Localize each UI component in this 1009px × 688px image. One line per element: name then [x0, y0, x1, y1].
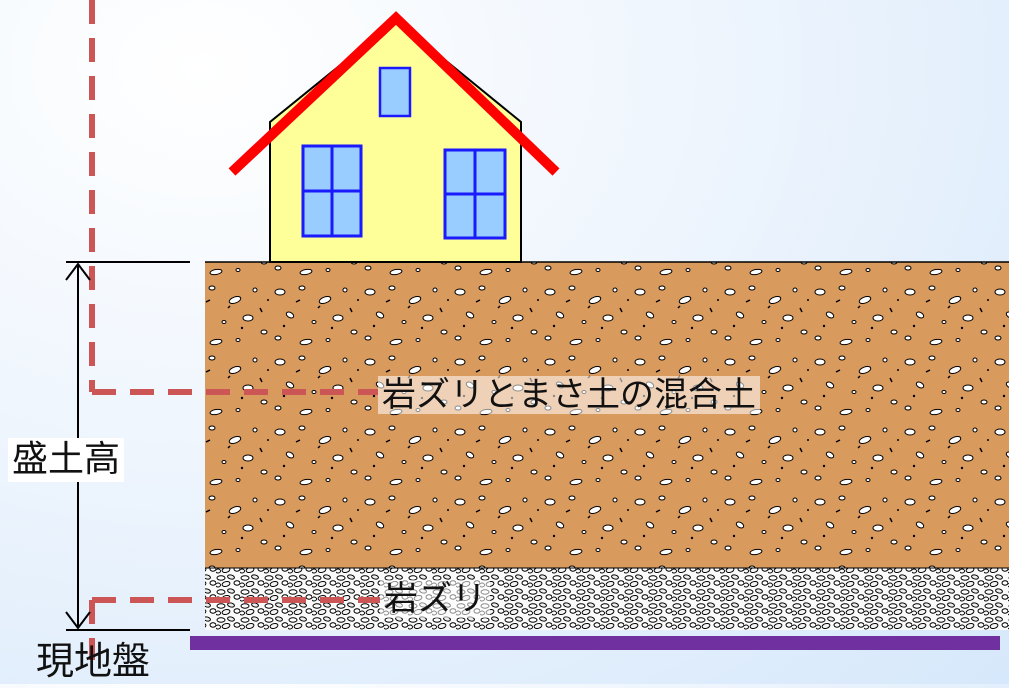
original-ground-label: 現地盤 [36, 639, 151, 683]
left-window [301, 144, 363, 238]
fill-height-label: 盛土高 [8, 438, 125, 482]
arrow-up-icon [65, 262, 91, 281]
mixed-fill-label: 岩ズリとまさ土の混合土 [378, 376, 760, 414]
attic-window [378, 66, 412, 118]
house-illustration [228, 11, 560, 263]
leader-lines [89, 0, 380, 660]
right-window [443, 148, 507, 240]
arrow-down-icon [65, 611, 91, 630]
mixed-fill-pebbles [205, 262, 1009, 568]
original-ground-line [190, 636, 1000, 650]
house-roof [228, 11, 560, 176]
crushed-rock-label: 岩ズリ [380, 580, 490, 618]
